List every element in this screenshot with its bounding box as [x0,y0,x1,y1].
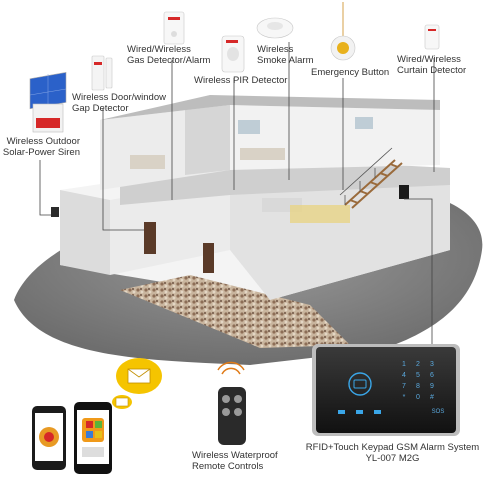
door-front [144,222,156,254]
panel-key: 8 [416,383,420,390]
label-gas-detector: Wired/Wireless Gas Detector/Alarm [127,44,211,66]
curtain-detector-device [424,24,440,50]
bed-right [240,148,285,160]
window-right [355,117,373,129]
solar-siren-device [29,72,67,133]
panel-key: * [403,394,406,401]
panel-key: # [430,394,434,401]
upper-floor-right [230,105,440,170]
sms-envelope-large-icon [116,358,162,394]
door-detector-device [91,55,113,91]
stair-railing [339,147,393,205]
panel-key: 6 [430,372,434,379]
panel-key: 7 [402,383,406,390]
upper-partition [185,105,230,175]
roof-edge [100,95,440,120]
door-inner [203,243,214,273]
panel-key: 4 [402,372,406,379]
label-curtain-detector: Wired/Wireless Curtain Detector [397,54,467,76]
label-door-detector: Wireless Door/window Gap Detector [72,92,166,114]
mezzanine-floor [120,160,450,205]
gas-detector-device [163,11,185,45]
label-solar-siren: Wireless Outdoor Solar-Power Siren [2,136,80,158]
label-alarm-panel: RFID+Touch Keypad GSM Alarm System YL-00… [305,442,480,464]
rug [290,205,350,223]
label-remote-controls: Wireless Waterproof Remote Controls [192,450,278,472]
smartphone-left-device [32,406,66,470]
smartphone-right-device [74,402,112,474]
panel-rfid-ring [348,372,372,396]
panel-key: 1 [402,361,406,368]
gravel-path [120,275,350,348]
house-left-wall [60,190,110,275]
leader-lines [39,42,435,345]
label-emergency-button: Emergency Button [311,67,390,78]
pir-detector-device [221,35,245,73]
emergency-button-device [330,2,356,61]
panel-key: 3 [430,361,434,368]
alarm-panel-device: 1 2 3 4 5 6 7 8 9 * 0 # SOS [312,344,460,436]
wall-siren [51,207,59,217]
window-upper [238,120,260,134]
panel-sos-label: SOS [432,409,445,415]
label-pir-detector: Wireless PIR Detector [194,75,288,86]
sms-envelope-small-icon [112,395,132,409]
staircase [344,159,403,209]
panel-keypad: 1 2 3 4 5 6 7 8 9 * 0 # [402,361,434,401]
label-smoke-alarm: Wireless Smoke Alarm [257,44,314,66]
wall-keypad [399,185,409,199]
bed-left [130,155,165,169]
panel-key: 9 [430,383,434,390]
panel-key: 0 [416,394,420,401]
remote-control-device [217,361,246,445]
panel-key: 5 [416,372,420,379]
panel-key: 2 [416,361,420,368]
smoke-alarm-device [256,17,294,39]
